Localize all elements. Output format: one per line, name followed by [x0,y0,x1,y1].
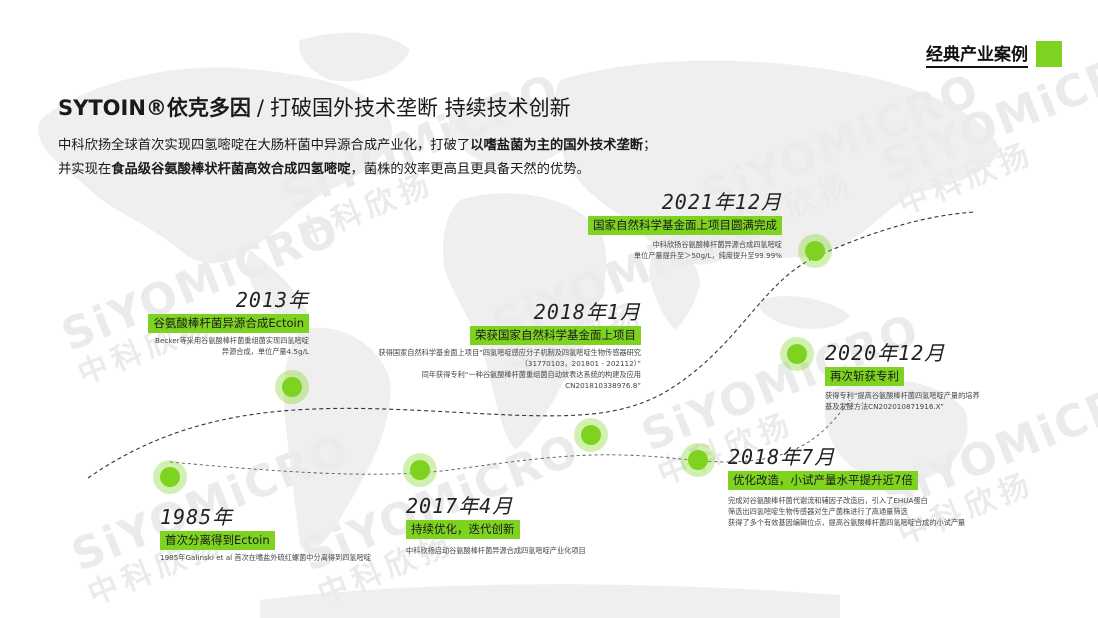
timeline-node-2018-1 [574,418,608,452]
intro-text-part: 并实现在 [58,162,112,177]
event-2018-1: 2018年1月 荣获国家自然科学基金面上项目 获得国家自然科学基金面上项目“四氢… [379,300,641,391]
headline-separator: / [256,96,264,120]
event-date: 2020年12月 [825,341,946,365]
event-2020: 2020年12月 再次斩获专利 获得专利“提高谷氨酸棒杆菌四氢嘧啶产量的培养 基… [825,341,980,412]
event-description: 获得国家自然科学基金面上项目“四氢嘧啶感应分子机制及四氢嘧啶生物传感器研究 （3… [379,347,641,391]
event-desc-line: 中科欣扬启动谷氨酸棒杆菌异源合成四氢嘧啶产业化项目 [406,546,586,555]
event-description: 1985年Galinski et al 首次在嗜盐外硫红螺菌中分离得到四氢嘧啶 [160,552,371,563]
event-desc-line: Becker等采用谷氨酸棒杆菌重组菌实现四氢嘧啶 [155,336,309,345]
headline: SYTOIN®依克多因/打破国外技术垄断 持续技术创新 [58,92,571,122]
event-desc-line: 中科欣扬谷氨酸棒杆菌异源合成四氢嘧啶 [652,240,782,249]
timeline-node-2020 [780,337,814,371]
event-title: 谷氨酸棒杆菌异源合成Ectoin [148,314,309,333]
event-desc-line: 获得专利“提高谷氨酸棒杆菌四氢嘧啶产量的培养 [825,391,980,400]
intro-line-2: 并实现在食品级谷氨酸棒状杆菌高效合成四氢嘧啶，菌株的效率更高且更具备天然的优势。 [58,158,656,182]
event-1985: 1985年 首次分离得到Ectoin 1985年Galinski et al 首… [160,505,371,563]
corner-tag: 经典产业案例 [926,40,1062,68]
event-2021: 2021年12月 国家自然科学基金面上项目圆满完成 中科欣扬谷氨酸棒杆菌异源合成… [588,190,782,261]
event-date: 2017年4月 [406,494,514,518]
brand-name: SYTOIN®依克多因 [58,96,251,120]
event-desc-line: （31770103，201801 - 202112）” [520,359,641,368]
event-description: 中科欣扬谷氨酸棒杆菌异源合成四氢嘧啶 单位产量提升至＞50g/L，纯度提升至99… [588,239,782,261]
event-title: 优化改造，小试产量水平提升近7倍 [728,471,918,490]
intro-text-part: 中科欣扬全球首次实现四氢嘧啶在大肠杆菌中异源合成产业化，打破了 [58,138,471,153]
intro-text-part: ，菌株的效率更高且更具备天然的优势。 [350,162,590,177]
event-2013: 2013年 谷氨酸棒杆菌异源合成Ectoin Becker等采用谷氨酸棒杆菌重组… [148,288,309,357]
timeline-node-2018-7 [681,443,715,477]
event-desc-line: 1985年Galinski et al 首次在嗜盐外硫红螺菌中分离得到四氢嘧啶 [160,553,371,562]
corner-tag-square [1036,41,1062,67]
intro-highlight: 食品级谷氨酸棒状杆菌高效合成四氢嘧啶 [111,162,351,177]
timeline-node-1985 [153,460,187,494]
event-date: 2018年1月 [533,300,641,324]
event-title: 国家自然科学基金面上项目圆满完成 [588,216,782,235]
timeline-node-2017 [403,453,437,487]
timeline-node-2021 [798,234,832,268]
event-desc-line: 同年获得专利“一种谷氨酸棒杆菌重组菌自动效表达系统的构建及应用 [421,370,641,379]
event-desc-line: 获得国家自然科学基金面上项目“四氢嘧啶感应分子机制及四氢嘧啶生物传感器研究 [378,348,641,357]
event-2017: 2017年4月 持续优化，迭代创新 中科欣扬启动谷氨酸棒杆菌异源合成四氢嘧啶产业… [406,494,586,556]
event-desc-line: 单位产量提升至＞50g/L，纯度提升至99.99% [633,251,782,260]
intro-text: 中科欣扬全球首次实现四氢嘧啶在大肠杆菌中异源合成产业化，打破了以嗜盐菌为主的国外… [58,134,656,182]
event-desc-line: 基及发酵方法CN202010871916.X” [825,402,945,411]
event-desc-line: CN201810338976.8” [565,381,641,390]
event-title: 持续优化，迭代创新 [406,520,520,539]
event-date: 2018年7月 [728,445,836,469]
event-description: 获得专利“提高谷氨酸棒杆菌四氢嘧啶产量的培养 基及发酵方法CN202010871… [825,390,980,412]
event-date: 1985年 [160,505,234,529]
event-description: Becker等采用谷氨酸棒杆菌重组菌实现四氢嘧啶 异源合成，单位产量4.5g/L [148,335,309,357]
timeline-node-2013 [275,370,309,404]
event-date: 2013年 [235,288,309,312]
event-description: 完成对谷氨酸棒杆菌代谢流和辅因子改造后，引入了EHUA蛋白 筛选出四氢嘧啶生物传… [728,495,965,528]
event-description: 中科欣扬启动谷氨酸棒杆菌异源合成四氢嘧啶产业化项目 [406,545,586,556]
event-2018-7: 2018年7月 优化改造，小试产量水平提升近7倍 完成对谷氨酸棒杆菌代谢流和辅因… [728,445,965,528]
event-title: 再次斩获专利 [825,367,904,386]
event-desc-line: 异源合成，单位产量4.5g/L [221,347,309,356]
event-desc-line: 筛选出四氢嘧啶生物传感器对生产菌株进行了高通量筛选 [728,507,908,516]
event-desc-line: 完成对谷氨酸棒杆菌代谢流和辅因子改造后，引入了EHUA蛋白 [728,496,928,505]
headline-slogan: 打破国外技术垄断 持续技术创新 [269,96,571,120]
event-title: 荣获国家自然科学基金面上项目 [470,326,641,345]
intro-line-1: 中科欣扬全球首次实现四氢嘧啶在大肠杆菌中异源合成产业化，打破了以嗜盐菌为主的国外… [58,134,656,158]
intro-highlight: 以嗜盐菌为主的国外技术垄断 [470,138,644,153]
event-date: 2021年12月 [661,190,782,214]
corner-tag-label: 经典产业案例 [926,40,1028,68]
event-title: 首次分离得到Ectoin [160,531,275,550]
intro-text-part: ； [643,138,657,153]
event-desc-line: 获得了多个有效基因编辑位点，提高谷氨酸棒杆菌四氢嘧啶合成的小试产量 [728,518,966,527]
